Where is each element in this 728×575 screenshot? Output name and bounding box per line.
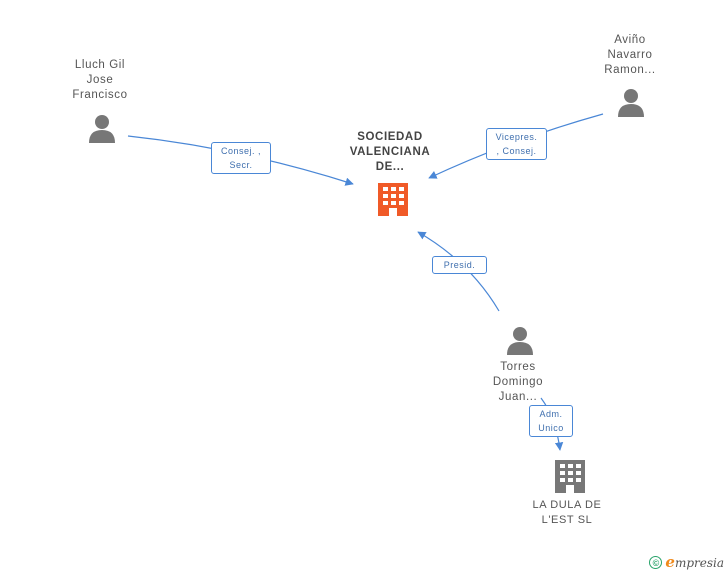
copyright-icon: ©: [649, 555, 663, 569]
person-icon[interactable]: [507, 327, 533, 355]
building-icon[interactable]: [378, 183, 408, 216]
label-line: LA DULA DE: [532, 499, 602, 511]
label-line: Jose: [86, 74, 114, 86]
edge-label-torres-ladula: Adm. Unico: [529, 405, 573, 437]
edge-label-line: Presid.: [443, 260, 476, 270]
edge-label-line: Vicepres.: [495, 132, 538, 142]
brand-initial: e: [665, 553, 675, 571]
edge-label-lluch-main: Consej. , Secr.: [211, 142, 271, 174]
label-line: Domingo: [492, 376, 544, 388]
edge-label-line: Unico: [538, 423, 564, 433]
edge-label-line: Adm.: [539, 409, 563, 419]
label-line: Aviño: [614, 34, 646, 46]
edge-label-avino-main: Vicepres. , Consej.: [486, 128, 547, 160]
brand-logo: empresia: [665, 553, 724, 571]
footer-brand[interactable]: © empresia: [649, 553, 724, 571]
label-line: Torres: [500, 361, 536, 373]
edge-label-line: , Consej.: [496, 146, 537, 156]
edge-label-torres-main: Presid.: [432, 256, 487, 274]
label-line: Navarro: [607, 49, 653, 61]
node-label-torres[interactable]: Torres Domingo Juan...: [468, 360, 568, 405]
node-label-ladula[interactable]: LA DULA DE L'EST SL: [515, 498, 619, 528]
node-label-avino[interactable]: Aviño Navarro Ramon...: [580, 33, 680, 78]
node-label-lluch[interactable]: Lluch Gil Jose Francisco: [50, 58, 150, 103]
person-icon[interactable]: [89, 115, 115, 143]
label-line: L'EST SL: [541, 514, 593, 526]
brand-rest: mpresia: [674, 556, 724, 570]
person-icon[interactable]: [618, 89, 644, 117]
label-line: SOCIEDAD: [357, 131, 423, 143]
edge-label-line: Secr.: [229, 160, 253, 170]
label-line: Juan...: [498, 391, 538, 403]
node-label-main-company[interactable]: SOCIEDAD VALENCIANA DE...: [330, 130, 450, 175]
label-line: Ramon...: [604, 64, 656, 76]
building-icon[interactable]: [555, 460, 585, 493]
label-line: VALENCIANA: [349, 146, 431, 158]
label-line: DE...: [375, 161, 405, 173]
label-line: Lluch Gil: [74, 59, 126, 71]
label-line: Francisco: [72, 89, 128, 101]
edge-label-line: Consej. ,: [220, 146, 262, 156]
